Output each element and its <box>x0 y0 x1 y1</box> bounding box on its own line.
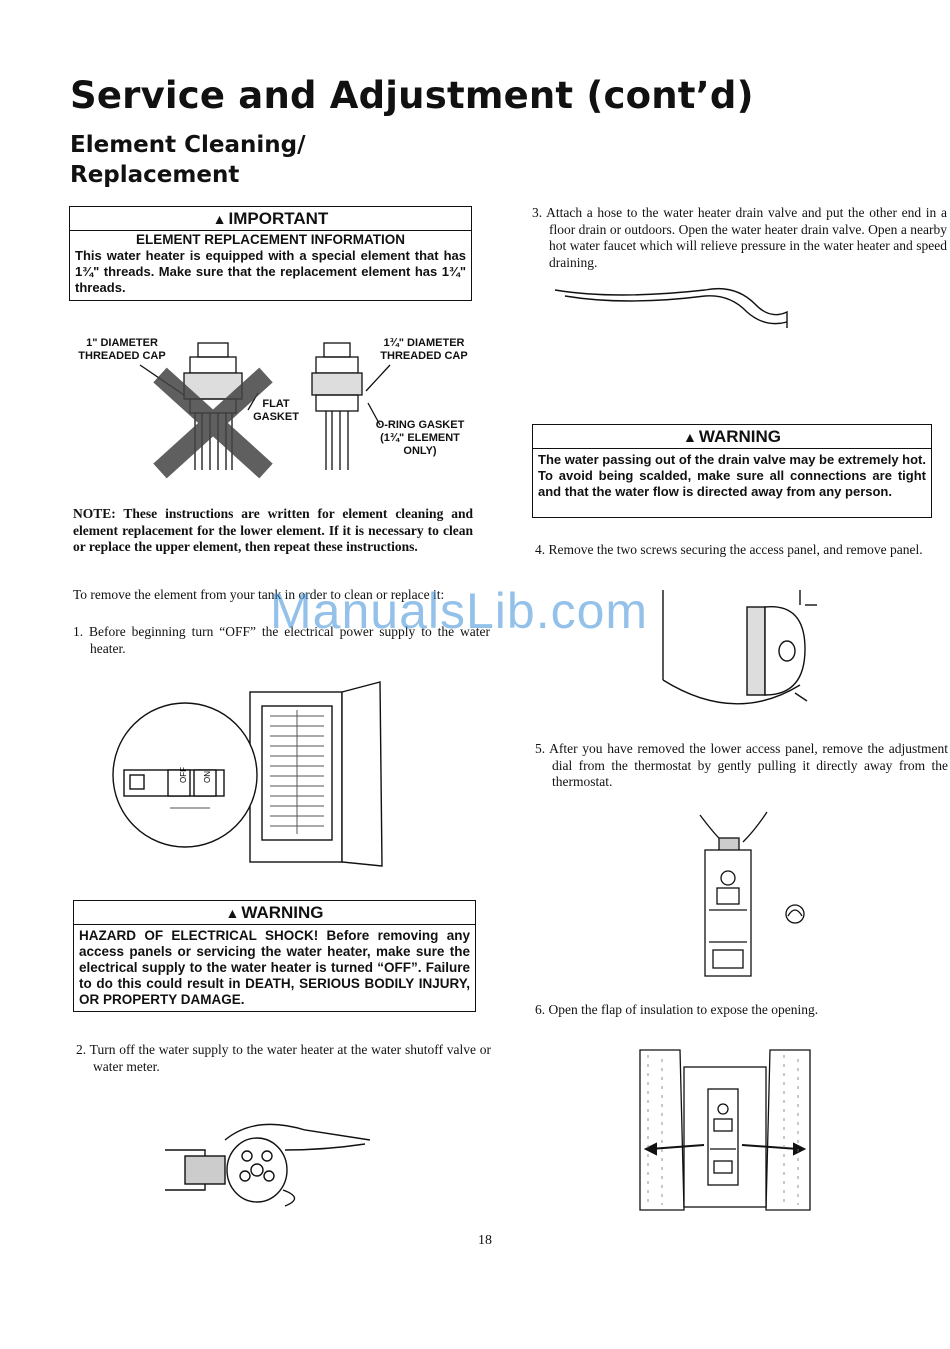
label-134in-threaded-cap: 1¾" DIAMETER THREADED CAP <box>380 337 468 362</box>
shutoff-valve-illustration <box>165 1123 371 1207</box>
label-oring-gasket: O-RING GASKET (1¾" ELEMENT ONLY) <box>375 419 465 457</box>
section-title-line1: Element Cleaning/ <box>70 132 306 158</box>
step-6: 6. Open the flap of insulation to expose… <box>535 1002 819 1017</box>
hot-water-warning-header: ▲WARNING <box>533 425 931 449</box>
intro-text: To remove the element from your tank in … <box>73 587 445 602</box>
step-1: 1. Before beginning turn “OFF” the elect… <box>73 624 491 656</box>
page-title: Service and Adjustment (cont’d) <box>70 74 754 117</box>
important-subheader: ELEMENT REPLACEMENT INFORMATION <box>136 232 405 247</box>
important-box: ▲IMPORTANT ELEMENT REPLACEMENT INFORMATI… <box>69 206 472 301</box>
step-5: 5. After you have removed the lower acce… <box>535 741 948 789</box>
label-1in-threaded-cap: 1" DIAMETER THREADED CAP <box>78 337 166 362</box>
hot-water-warning-box: ▲WARNING The water passing out of the dr… <box>532 424 932 518</box>
watermark: ManualsLib.com <box>270 583 649 639</box>
hot-water-warning-body: The water passing out of the drain valve… <box>538 452 926 499</box>
element-comparison-illustration <box>139 342 391 479</box>
step-2: 2. Turn off the water supply to the wate… <box>76 1042 491 1074</box>
warning-triangle-icon: ▲ <box>225 905 240 921</box>
warning-triangle-icon: ▲ <box>212 211 227 227</box>
step-4: 4. Remove the two screws securing the ac… <box>535 542 923 557</box>
electrical-warning-body: HAZARD OF ELECTRICAL SHOCK! Before remov… <box>79 928 470 1007</box>
electrical-warning-header: ▲WARNING <box>74 901 475 925</box>
insulation-flap-illustration <box>639 1049 811 1211</box>
warning-triangle-icon: ▲ <box>682 429 697 445</box>
important-body: This water heater is equipped with a spe… <box>75 248 466 295</box>
breaker-on-label: ON <box>203 771 212 783</box>
note-text: NOTE: These instructions are written for… <box>73 506 473 554</box>
section-title-line2: Replacement <box>70 162 240 188</box>
thermostat-dial-illustration <box>699 811 805 977</box>
electrical-warning-box: ▲WARNING HAZARD OF ELECTRICAL SHOCK! Bef… <box>73 900 476 1012</box>
access-panel-illustration <box>662 590 817 705</box>
drain-hose-illustration <box>554 287 788 328</box>
breaker-panel-illustration: OFF ON <box>112 681 383 867</box>
section-title: Element Cleaning/ Replacement <box>70 130 390 190</box>
label-flat-gasket: FLAT GASKET <box>253 398 299 423</box>
page-number: 18 <box>478 1233 492 1248</box>
important-header: ▲IMPORTANT <box>70 207 471 231</box>
step-3: 3. Attach a hose to the water heater dra… <box>532 205 947 270</box>
breaker-off-label: OFF <box>179 767 188 783</box>
